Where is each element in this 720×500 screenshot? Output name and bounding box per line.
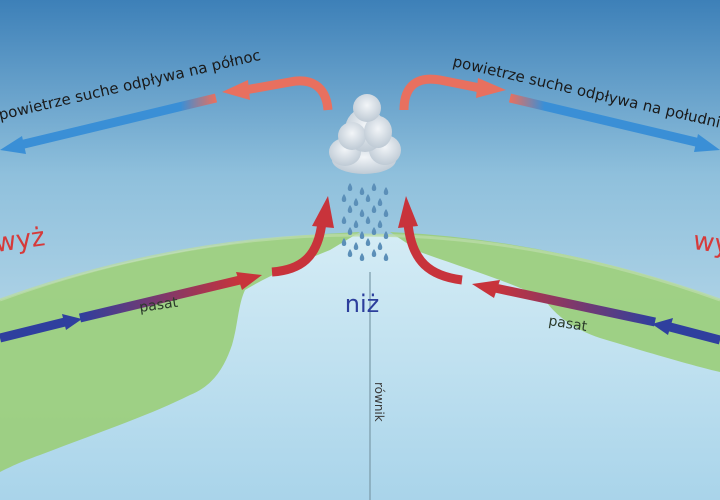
raindrop bbox=[371, 227, 377, 235]
raindrop bbox=[359, 253, 365, 261]
raindrop bbox=[359, 231, 365, 239]
raindrop bbox=[359, 187, 365, 195]
raindrop bbox=[371, 205, 377, 213]
raindrop bbox=[371, 183, 377, 191]
label-equator: równik bbox=[372, 382, 386, 422]
raindrop bbox=[347, 249, 353, 257]
rain-cloud-icon bbox=[329, 94, 401, 174]
raindrop bbox=[365, 194, 371, 202]
raindrop bbox=[341, 216, 347, 224]
trade-wind-arrow-left bbox=[0, 196, 334, 343]
dry-air-arrow-south bbox=[508, 93, 720, 152]
label-trade-wind-left: pasat bbox=[138, 295, 179, 316]
label-low: niż bbox=[345, 290, 379, 318]
raindrop bbox=[383, 231, 389, 239]
raindrop bbox=[365, 216, 371, 224]
raindrop bbox=[353, 242, 359, 250]
raindrop bbox=[383, 209, 389, 217]
raindrop bbox=[341, 238, 347, 246]
label-trade-wind-right: pasat bbox=[547, 313, 588, 335]
raindrop bbox=[347, 205, 353, 213]
raindrop bbox=[383, 253, 389, 261]
raindrop bbox=[377, 220, 383, 228]
raindrop bbox=[353, 220, 359, 228]
raindrops bbox=[341, 183, 389, 261]
dry-air-arrow-north bbox=[0, 93, 218, 154]
raindrop bbox=[383, 187, 389, 195]
raindrop bbox=[377, 242, 383, 250]
raindrop bbox=[347, 227, 353, 235]
raindrop bbox=[365, 238, 371, 246]
raindrop bbox=[359, 209, 365, 217]
raindrop bbox=[353, 198, 359, 206]
rising-air-curl-right bbox=[399, 74, 506, 111]
raindrop bbox=[371, 249, 377, 257]
raindrop bbox=[377, 198, 383, 206]
land-left bbox=[0, 232, 360, 472]
label-high-left: wyż bbox=[0, 222, 47, 259]
raindrop bbox=[347, 183, 353, 191]
rising-air-curl-left bbox=[222, 76, 333, 111]
raindrop bbox=[341, 194, 347, 202]
trade-wind-arrow-right bbox=[398, 196, 720, 345]
